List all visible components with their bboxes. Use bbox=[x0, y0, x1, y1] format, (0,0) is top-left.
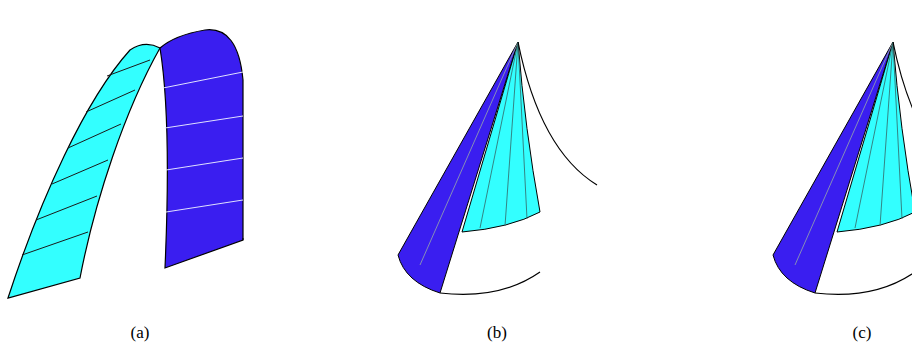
panel-label: (b) bbox=[487, 323, 507, 343]
panel-label: (c) bbox=[853, 323, 872, 343]
panel-label: (a) bbox=[131, 323, 150, 343]
arch-figure bbox=[8, 30, 243, 298]
